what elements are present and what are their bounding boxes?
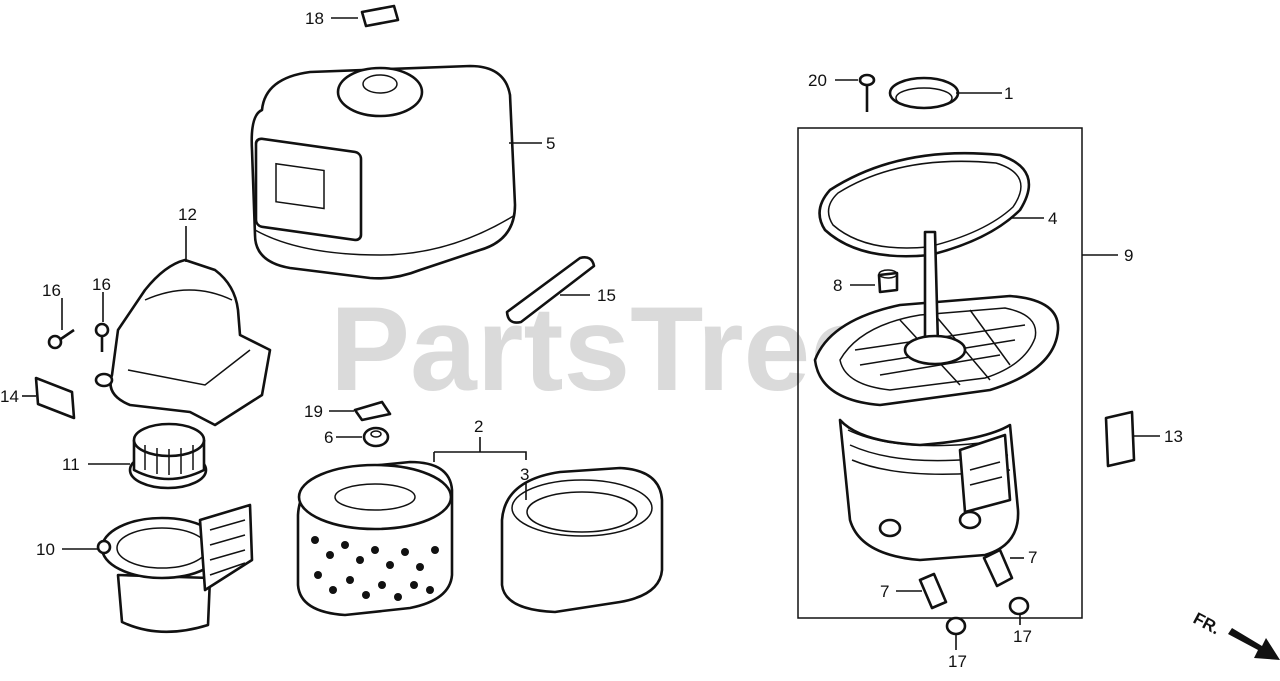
callout-10: 10 xyxy=(36,540,55,559)
part-7-tube-a[interactable] xyxy=(982,548,1014,588)
part-8-nut[interactable] xyxy=(877,269,899,294)
callout-3: 3 xyxy=(520,465,529,484)
part-1-ring[interactable] xyxy=(888,76,960,110)
part-2-air-filter-element[interactable] xyxy=(296,460,454,617)
callout-17b: 17 xyxy=(948,652,967,671)
callout-11: 12 xyxy=(178,205,197,224)
part-9-air-cleaner-base[interactable] xyxy=(813,230,1060,562)
callout-7a: 7 xyxy=(1028,548,1037,567)
callout-17a: 17 xyxy=(1013,627,1032,646)
callout-labels: 18 1 20 5 4 12 9 8 16 16 15 14 19 2 13 6… xyxy=(0,9,1183,671)
callout-7b: 7 xyxy=(880,582,889,601)
part-4-gasket[interactable] xyxy=(818,151,1031,258)
part-17-plug-a[interactable] xyxy=(945,616,967,636)
watermark: PartsTree xyxy=(330,282,877,416)
part-9-assembly-frame xyxy=(797,127,1083,619)
callout-15: 15 xyxy=(597,286,616,305)
part-15-sleeve[interactable] xyxy=(505,256,596,324)
callout-5: 5 xyxy=(546,134,555,153)
callout-9: 9 xyxy=(1124,246,1133,265)
part-16-bolt-a[interactable] xyxy=(47,328,75,350)
front-direction-arrow: FR. xyxy=(1190,609,1280,660)
arrow-icon xyxy=(1228,628,1280,660)
callout-13: 13 xyxy=(1164,427,1183,446)
callout-2: 2 xyxy=(474,417,483,436)
callout-4: 4 xyxy=(1048,209,1057,228)
part-7-tube-b[interactable] xyxy=(918,572,948,610)
callout-20: 20 xyxy=(808,71,827,90)
part-12-filter-screen[interactable] xyxy=(128,422,208,490)
callout-18: 18 xyxy=(305,9,324,28)
callout-6: 6 xyxy=(324,428,333,447)
leader-lines xyxy=(22,17,1160,650)
callout-16b: 16 xyxy=(92,275,111,294)
part-14-label[interactable] xyxy=(34,376,76,420)
part-19-clip[interactable] xyxy=(353,400,392,422)
part-10-inlet-housing[interactable] xyxy=(96,503,254,634)
part-3-foam-element[interactable] xyxy=(500,466,664,614)
part-17-plug-b[interactable] xyxy=(1008,596,1030,616)
part-11-duct-cover[interactable] xyxy=(94,258,272,427)
part-18-clip[interactable] xyxy=(360,4,400,28)
part-5-air-cleaner-cover[interactable] xyxy=(250,64,517,280)
part-16-bolt-b[interactable] xyxy=(94,322,110,352)
part-20-bolt[interactable] xyxy=(858,73,876,112)
callout-14: 14 xyxy=(0,387,19,406)
callout-8: 8 xyxy=(833,276,842,295)
callout-12: 11 xyxy=(62,455,80,474)
part-6-grommet[interactable] xyxy=(362,426,390,448)
callout-16a: 16 xyxy=(42,281,61,300)
callout-19: 19 xyxy=(304,402,323,421)
direction-label: FR. xyxy=(1190,609,1223,639)
callout-1: 1 xyxy=(1004,84,1013,103)
part-13-label[interactable] xyxy=(1104,410,1136,468)
